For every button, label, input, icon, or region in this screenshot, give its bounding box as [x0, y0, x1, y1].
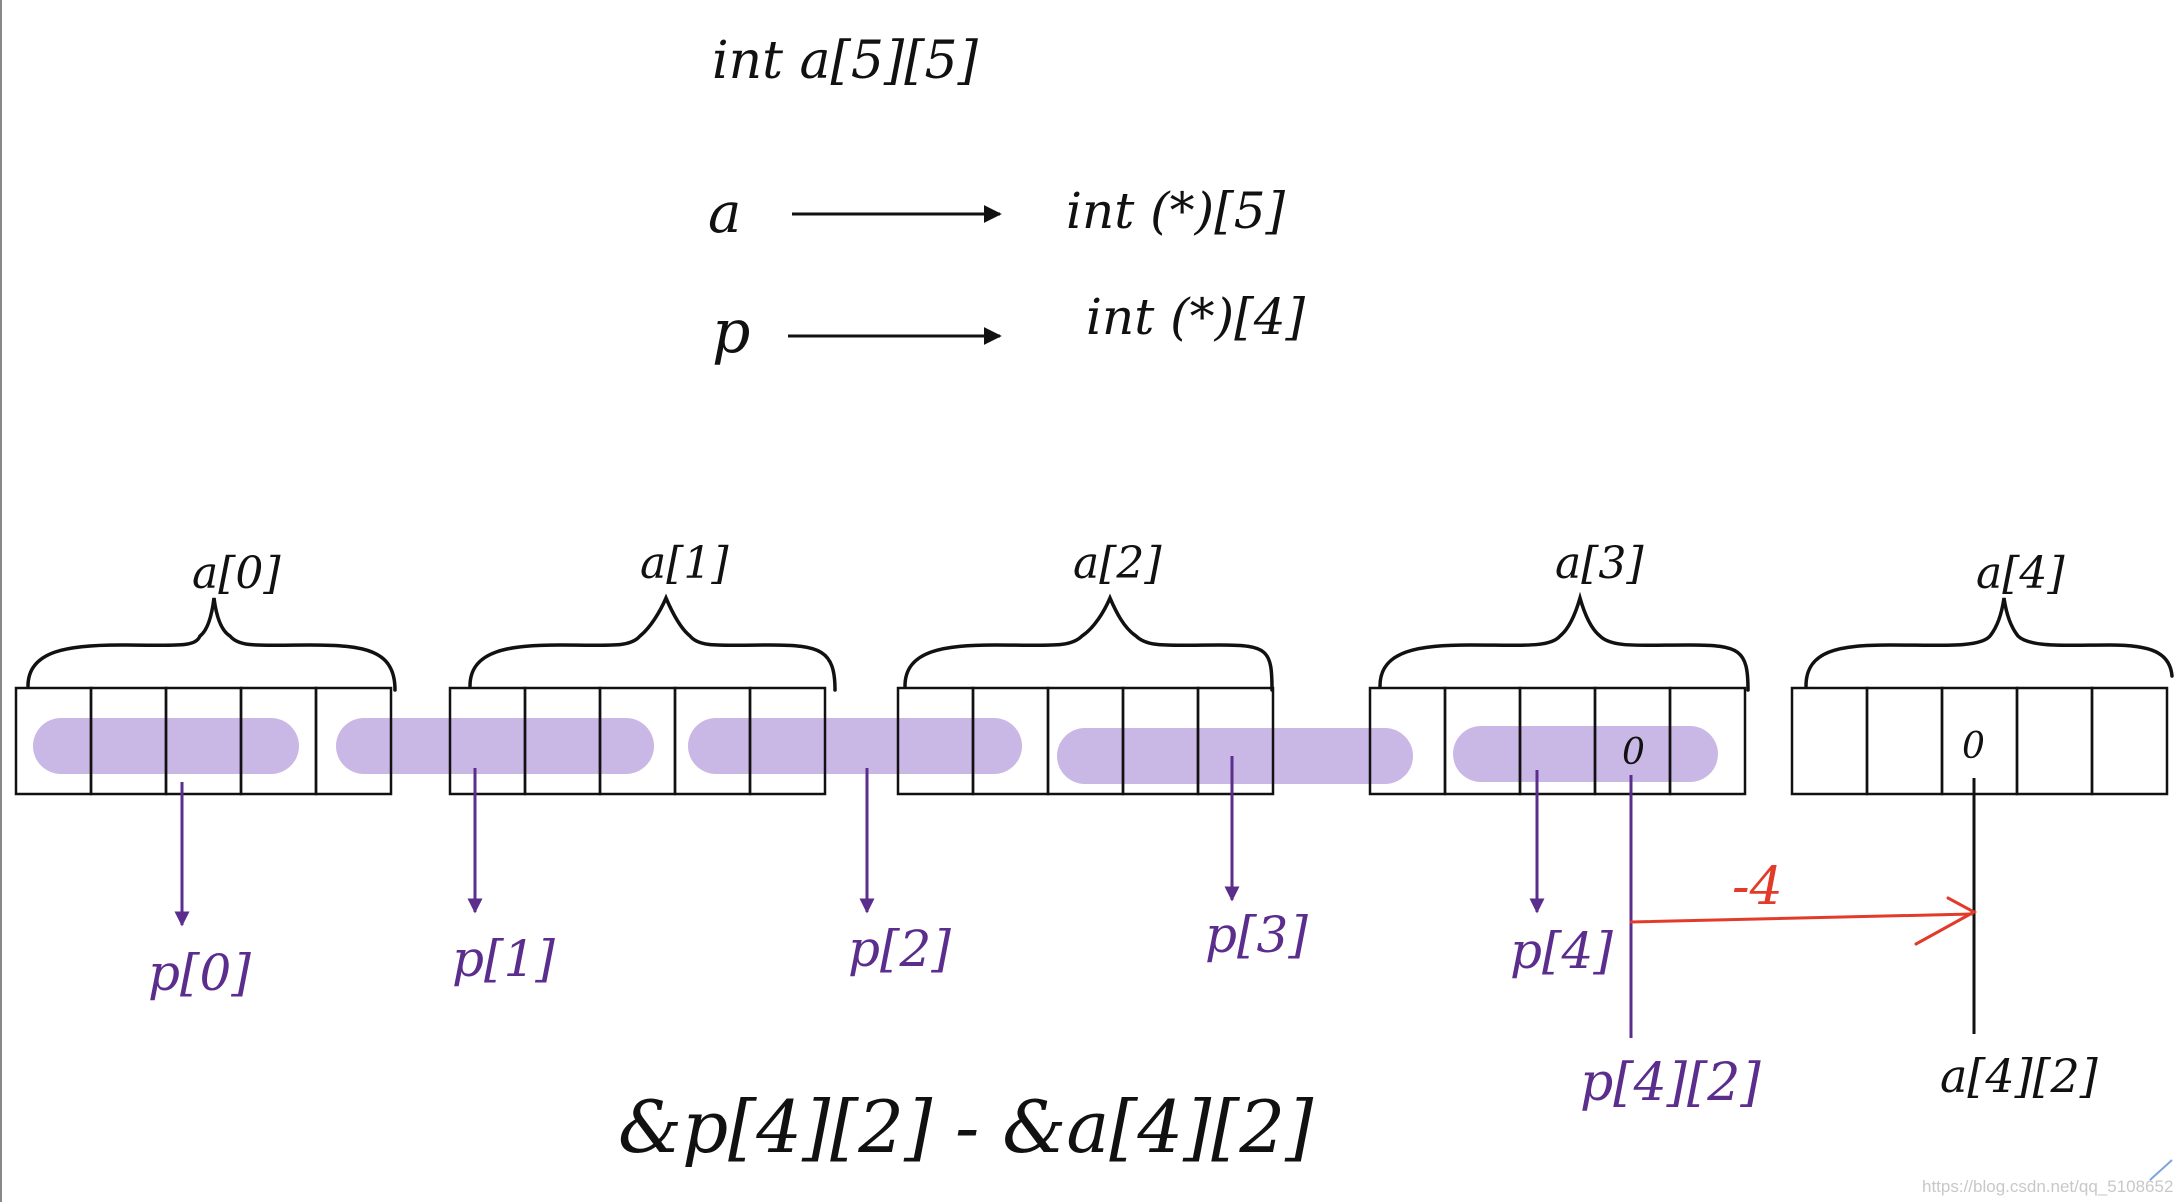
corner-mark — [2149, 1159, 2173, 1181]
array-cell — [1865, 686, 1944, 796]
array-cells — [14, 686, 2169, 796]
array-cell — [1668, 686, 1747, 796]
group-brace — [903, 593, 1274, 692]
a-target-cell-value: 0 — [1962, 726, 1985, 767]
group-label: a[0] — [192, 548, 281, 599]
array-row-a0 — [14, 686, 393, 796]
p-label: p[3] — [1205, 906, 1308, 964]
p-label: p[4] — [1510, 922, 1613, 980]
p-label: p[1] — [452, 930, 555, 988]
array-cell — [2015, 686, 2094, 796]
array-cell — [1196, 686, 1275, 796]
type-row-name: p — [712, 297, 750, 367]
p-row-highlights — [33, 718, 1718, 784]
watermark-text: https://blog.csdn.net/qq_51086522 — [1922, 1177, 2174, 1196]
array-row-a1 — [448, 686, 827, 796]
group-brace — [1378, 591, 1750, 692]
array-row-a2 — [896, 686, 1275, 796]
array-cell — [314, 686, 393, 796]
array-row-a3 — [1368, 686, 1747, 796]
array-cell — [1790, 686, 1869, 796]
expression-text: &p[4][2] - &a[4][2] — [618, 1085, 1314, 1169]
group-brace — [1804, 597, 2174, 688]
type-row-type: int (*)[5] — [1066, 182, 1286, 240]
p-row-highlight — [336, 718, 654, 774]
group-label: a[1] — [640, 538, 729, 589]
p-row-highlight — [1057, 728, 1413, 784]
p-row-highlight — [688, 718, 1022, 774]
array-cell — [2090, 686, 2169, 796]
group-label: a[3] — [1555, 538, 1644, 589]
group-braces — [26, 591, 2174, 692]
p-row-highlight — [1453, 726, 1718, 782]
p-label: p[0] — [148, 944, 251, 1002]
declaration-text: int a[5][5] — [712, 31, 979, 91]
array-row-a4 — [1790, 686, 2169, 796]
p-target-cell-value: 0 — [1622, 732, 1645, 773]
group-brace — [468, 593, 837, 692]
type-row-p: p int (*)[4] — [712, 288, 1306, 367]
group-brace — [26, 597, 397, 692]
group-label: a[2] — [1073, 538, 1162, 589]
type-row-type: int (*)[4] — [1086, 288, 1306, 346]
type-row-name: a — [708, 181, 741, 246]
p-labels: p[0] p[1] p[2] p[3] p[4] — [148, 906, 1613, 1002]
group-labels: a[0] a[1] a[2] a[3] a[4] — [192, 538, 2065, 599]
p-row-arrows — [174, 756, 1545, 927]
type-row-a: a int (*)[5] — [708, 181, 1286, 246]
array-cell — [748, 686, 827, 796]
p-target-label: p[4][2] — [1580, 1053, 1761, 1113]
p-label: p[2] — [848, 920, 951, 978]
a-target-label: a[4][2] — [1940, 1049, 2098, 1103]
difference-arrow — [1629, 896, 1978, 946]
difference-label: -4 — [1732, 857, 1783, 917]
group-label: a[4] — [1976, 548, 2065, 599]
